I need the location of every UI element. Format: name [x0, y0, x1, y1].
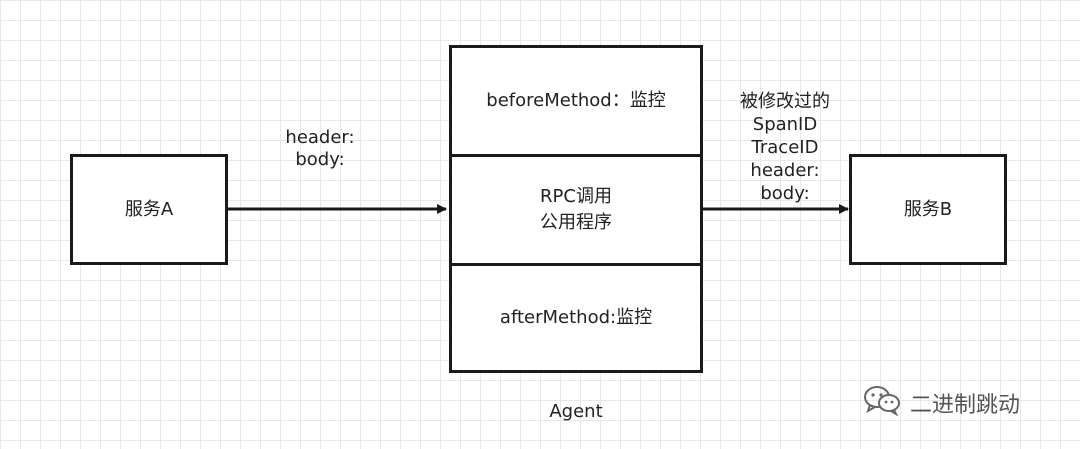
left-arrow-label: header: body:: [255, 127, 385, 171]
service-b-box: 服务B: [849, 154, 1007, 265]
rpc-label-line-1: RPC调用: [540, 186, 612, 207]
rpc-label-line-2: 公用程序: [540, 212, 612, 233]
left-label-header: header:: [285, 127, 355, 148]
right-label-modified: 被修改过的: [740, 91, 830, 112]
right-label-body: body:: [760, 183, 810, 204]
service-b-label: 服务B: [903, 198, 953, 220]
agent-caption: Agent: [549, 401, 603, 422]
right-label-spanid: SpanID: [752, 114, 818, 135]
left-label-body: body:: [295, 149, 345, 170]
before-method-box: beforeMethod：监控: [449, 45, 703, 157]
wechat-icon: [862, 384, 902, 422]
service-a-label: 服务A: [124, 198, 174, 220]
right-label-header: header:: [750, 160, 820, 181]
after-method-box: afterMethod:监控: [449, 263, 703, 373]
after-method-label: afterMethod:监控: [499, 307, 653, 328]
rpc-box: RPC调用 公用程序: [449, 154, 703, 266]
service-a-box: 服务A: [70, 154, 228, 265]
right-label-traceid: TraceID: [751, 137, 819, 158]
watermark: 二进制跳动: [862, 385, 1020, 421]
right-arrow-label: 被修改过的 SpanID TraceID header: body:: [710, 90, 860, 205]
before-method-label: beforeMethod：监控: [486, 90, 666, 111]
watermark-text: 二进制跳动: [910, 393, 1021, 418]
